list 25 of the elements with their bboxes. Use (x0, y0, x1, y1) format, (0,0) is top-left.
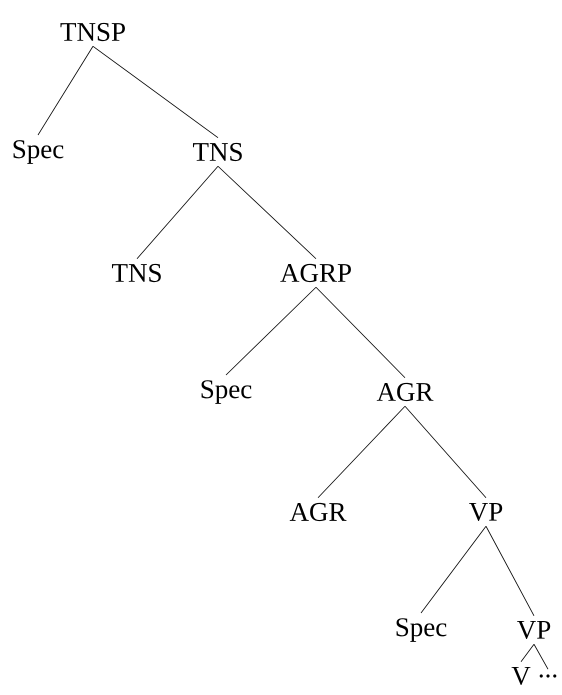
tree-label: V (512, 666, 530, 686)
tree-label: TNSP (60, 22, 125, 42)
tree-branch (404, 406, 486, 498)
tree-label: AGR (290, 502, 346, 522)
tree-label: TNS (112, 264, 161, 282)
tree-label: AGRP (280, 264, 351, 282)
tree-branch (136, 166, 218, 260)
tree-branch (226, 286, 316, 376)
tree-branch (318, 406, 406, 498)
tree-branch (218, 166, 316, 260)
tree-branch (534, 644, 548, 670)
tree-label: Spec (396, 618, 446, 642)
tree-label: TNS (192, 142, 242, 162)
tree-branch (520, 644, 534, 662)
tree-label: Spec (14, 140, 64, 164)
tree-label: Spec (202, 380, 252, 404)
tree-label: VP (517, 620, 550, 640)
tree-branch (92, 46, 218, 138)
tree-branch (316, 286, 406, 378)
tree-branch (38, 46, 94, 136)
tree-label: VP (469, 502, 502, 522)
tree-branch (486, 526, 534, 616)
tree-label: ... (540, 674, 556, 678)
tree-label: AGR (376, 382, 434, 402)
tree-branch (420, 526, 486, 614)
